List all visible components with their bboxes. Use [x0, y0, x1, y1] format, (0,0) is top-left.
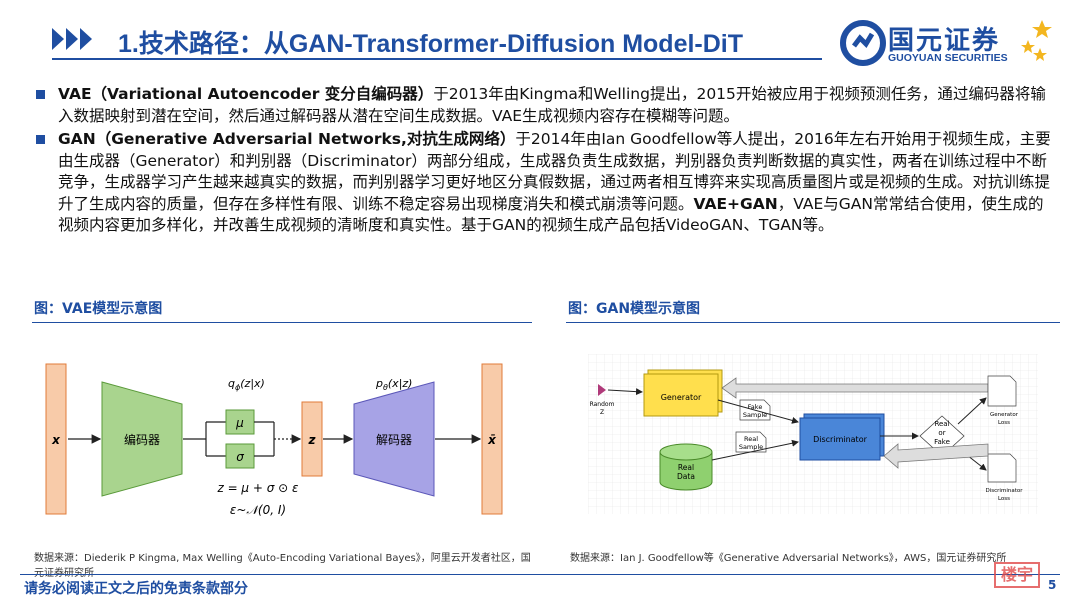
page-number: 5	[1048, 578, 1057, 592]
page-title: 1.技术路径：从GAN-Transformer-Diffusion Model-…	[118, 30, 744, 58]
gan-fake-sample-label-1: Fake	[748, 403, 763, 411]
vae-p-label: pθ(x|z)	[375, 377, 412, 392]
gan-z-label: Z	[600, 409, 604, 416]
vae-caption-divider	[32, 322, 532, 323]
gan-random-label: Random	[590, 401, 615, 408]
gan-real-data-label-1: Real	[678, 463, 694, 472]
gan-real-data-label-2: Data	[677, 472, 695, 481]
vae-equation-reparam: z = μ + σ ⊙ ε	[216, 481, 299, 495]
gan-generator-loss-doc	[987, 375, 1017, 407]
gan-generator-loss-label-2: Loss	[998, 420, 1010, 426]
bullet-square-icon	[36, 135, 45, 144]
company-logo: 国元证券 GUOYUAN SECURITIES	[840, 18, 1060, 68]
vae-mu-label: μ	[235, 416, 244, 430]
vae-encoder-label: 编码器	[124, 432, 160, 447]
slide-header: 1.技术路径：从GAN-Transformer-Diffusion Model-…	[0, 0, 1080, 82]
vae-input-label: x	[51, 433, 61, 447]
gan-caption-divider	[566, 322, 1060, 323]
vae-sigma-box	[225, 443, 255, 469]
vae-input-bar	[45, 363, 67, 515]
title-chevrons-icon	[52, 28, 94, 56]
vae-diagram: x 编码器 qϕ(z|x) μ σ z pθ(x|z) 解码器 x̄ z = μ…	[45, 363, 503, 517]
logo-stars-icon	[1021, 20, 1052, 61]
vae-figure-caption: 图：VAE模型示意图	[34, 301, 163, 317]
logo-emblem-icon	[840, 20, 886, 66]
watermark-stamp: 楼宇	[994, 562, 1040, 588]
gan-generator-loss-label-1: Generator	[990, 412, 1019, 418]
vae-output-label: x̄	[487, 433, 497, 447]
gan-diagram: Random Z Generator Fake Sample Real Samp…	[588, 354, 1038, 514]
bullet-gan: GAN（Generative Adversarial Networks,对抗生成…	[32, 129, 1052, 237]
footer-divider	[20, 574, 1060, 575]
gan-real-sample-label-1: Real	[744, 435, 758, 443]
gan-noise-icon	[598, 384, 606, 396]
logo-text-en: GUOYUAN SECURITIES	[888, 52, 1008, 64]
vae-q-label: qϕ(z|x)	[228, 377, 265, 392]
logo-text-cn: 国元证券	[888, 26, 1001, 56]
gan-real-data-cylinder	[659, 452, 713, 491]
gan-real-sample-doc	[735, 431, 767, 453]
gan-discriminator-label: Discriminator	[813, 435, 867, 444]
gan-discriminator-loss-label-2: Loss	[998, 496, 1010, 502]
bullet-vae-heading: VAE（Variational Autoencoder 变分自编码器）	[58, 85, 434, 103]
gan-source-note: 数据来源：Ian J. Goodfellow等《Generative Adver…	[570, 553, 1007, 564]
footer-disclaimer: 请务必阅读正文之后的免责条款部分	[24, 581, 248, 597]
gan-generator-label: Generator	[661, 393, 702, 402]
gan-discriminator-loss-label-1: Discriminator	[986, 488, 1024, 494]
bullet-list: VAE（Variational Autoencoder 变分自编码器）于2013…	[32, 84, 1052, 239]
vae-decoder-label: 解码器	[376, 433, 412, 447]
vae-decoder-shape	[353, 381, 435, 497]
bullet-gan-heading: GAN（Generative Adversarial Networks,对抗生成…	[58, 130, 516, 148]
bullet-vae-text: 于2013年由Kingma和Welling提出，2015开始被应用于视频预测任务…	[58, 85, 1046, 125]
gan-discriminator-feedback-arrow	[883, 443, 989, 469]
bullet-vaegan-heading: VAE+GAN	[693, 194, 778, 213]
vae-encoder-shape	[101, 381, 183, 497]
vae-sigma-label: σ	[236, 450, 244, 464]
vae-output-bar	[481, 363, 503, 515]
gan-rof-label-3: Fake	[934, 438, 950, 446]
gan-discriminator-loss-doc	[987, 453, 1017, 483]
gan-figure-caption: 图：GAN模型示意图	[568, 301, 701, 317]
vae-latent-bar	[301, 401, 323, 477]
gan-rof-label-1: Real	[934, 420, 949, 428]
bullet-vaegan-text: ，VAE与GAN常常结合使用，使生成的视频内容更加多样化，并改善生成视频的清晰度…	[58, 194, 1044, 235]
vae-mu-box	[225, 409, 255, 435]
header-divider	[52, 58, 822, 60]
gan-rof-label-2: or	[938, 429, 945, 437]
vae-latent-label: z	[308, 433, 317, 447]
vae-source-note: 数据来源：Diederik P Kingma, Max Welling《Auto…	[34, 553, 531, 579]
gan-fake-sample-label-2: Sample	[743, 411, 767, 419]
bullet-vae: VAE（Variational Autoencoder 变分自编码器）于2013…	[32, 84, 1052, 127]
vae-equation-noise: ε~𝒩(0, I)	[230, 503, 286, 517]
gan-generator-feedback-arrow	[721, 377, 989, 399]
bullet-gan-text: 于2014年由Ian Goodfellow等人提出，2016年左右开始用于视频生…	[58, 130, 1051, 213]
gan-real-sample-label-2: Sample	[739, 443, 763, 451]
bullet-square-icon	[36, 90, 45, 99]
